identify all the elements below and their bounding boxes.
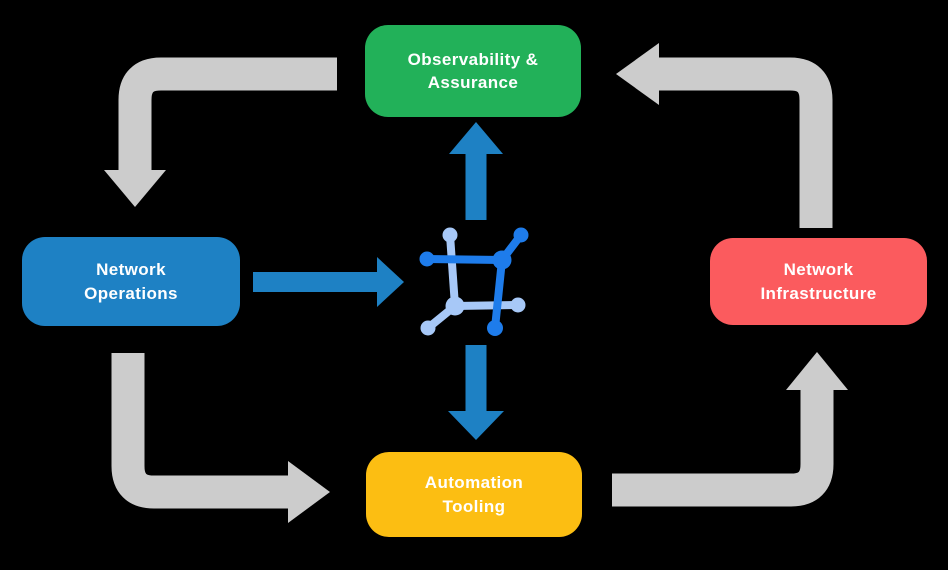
arrow-automation-to-infrastructure: [612, 352, 848, 507]
icon-light-nodes: [420, 227, 526, 336]
node-network-operations: Network Operations: [22, 237, 240, 326]
arrow-center-to-automation: [448, 345, 504, 440]
arrow-infrastructure-to-observability: [616, 43, 833, 228]
arrow-center-to-observability: [449, 122, 503, 220]
node-label-line: Observability &: [407, 49, 539, 69]
arrow-head: [288, 461, 330, 523]
node-label-line: Tooling: [442, 496, 506, 516]
node-label-line: Operations: [84, 283, 178, 303]
node-network-infrastructure: Network Infrastructure: [710, 238, 927, 325]
arrow-observability-to-operations: [104, 57, 337, 207]
arrow-operations-to-center: [253, 257, 404, 307]
arrow-head: [786, 352, 848, 390]
arrow-body: [111, 353, 290, 509]
icon-light-lines: [424, 231, 522, 332]
node-observability-assurance: Observability & Assurance: [365, 25, 581, 117]
arrow-head: [377, 257, 404, 307]
icon-dark-nodes: [419, 227, 529, 336]
node-label-line: Network: [96, 260, 166, 280]
arrow-head: [616, 43, 659, 105]
arrow-head: [104, 170, 166, 207]
arrow-body: [118, 57, 337, 172]
arrow-operations-to-automation: [111, 353, 330, 523]
arrow-body: [659, 57, 833, 228]
arrow-head: [448, 411, 504, 440]
node-label-line: Infrastructure: [760, 283, 877, 303]
arrow-head: [449, 122, 503, 154]
node-label-line: Automation: [424, 473, 524, 493]
node-label-line: Network: [783, 260, 854, 280]
arrow-body: [612, 390, 834, 507]
network-nodes-icon: [419, 227, 529, 336]
node-label-line: Assurance: [427, 73, 519, 92]
node-automation-tooling: Automation Tooling: [366, 452, 582, 537]
